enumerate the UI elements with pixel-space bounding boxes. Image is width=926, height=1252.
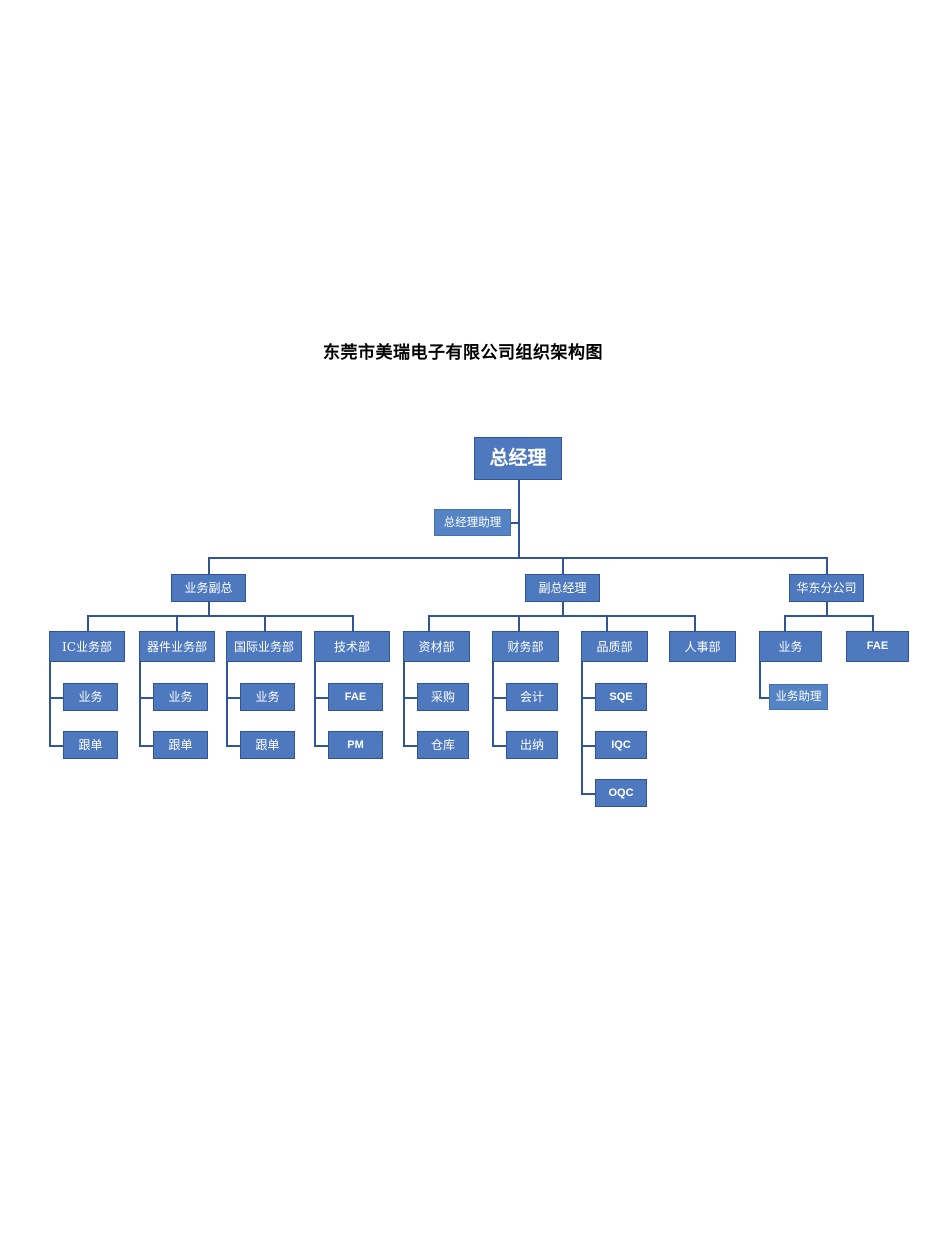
node-east-branch[interactable]: 华东分公司 bbox=[789, 574, 864, 602]
connector-comp-merch bbox=[139, 745, 153, 747]
connector-level2-bus bbox=[208, 557, 828, 559]
node-international-merchandiser[interactable]: 跟单 bbox=[240, 731, 295, 759]
node-hr-dept[interactable]: 人事部 bbox=[669, 631, 736, 662]
connector-qual-iqc bbox=[581, 745, 595, 747]
node-component-sales[interactable]: 业务 bbox=[153, 683, 208, 711]
connector-intl-merch bbox=[226, 745, 240, 747]
connector-business-vp-trunk bbox=[208, 602, 210, 615]
connector-intl-sales bbox=[226, 697, 240, 699]
node-accounting[interactable]: 会计 bbox=[506, 683, 558, 711]
connector-level2-drop-branch bbox=[826, 557, 828, 574]
connector-drop-material-dept bbox=[428, 615, 430, 631]
node-tech-pm[interactable]: PM bbox=[328, 731, 383, 759]
node-ic-sales[interactable]: 业务 bbox=[63, 683, 118, 711]
connector-level2-drop-business-vp bbox=[208, 557, 210, 574]
connector-fin-cashier bbox=[492, 745, 506, 747]
connector-deputy-gm-bus bbox=[428, 615, 695, 617]
connector-fin-accounting bbox=[492, 697, 506, 699]
node-purchasing[interactable]: 采购 bbox=[417, 683, 469, 711]
connector-deputy-gm-trunk bbox=[562, 602, 564, 615]
node-cashier[interactable]: 出纳 bbox=[506, 731, 558, 759]
node-tech-dept[interactable]: 技术部 bbox=[314, 631, 390, 662]
connector-root-trunk bbox=[518, 480, 520, 557]
connector-comp-sales bbox=[139, 697, 153, 699]
connector-mat-purchase bbox=[403, 697, 417, 699]
connector-drop-hr-dept bbox=[694, 615, 696, 631]
node-finance-dept[interactable]: 财务部 bbox=[492, 631, 559, 662]
connector-international-dept-spine bbox=[226, 662, 228, 747]
connector-business-vp-bus bbox=[87, 615, 353, 617]
node-business-vp[interactable]: 业务副总 bbox=[171, 574, 246, 602]
node-international-dept[interactable]: 国际业务部 bbox=[226, 631, 302, 662]
connector-gm-assistant bbox=[511, 522, 520, 524]
page-title: 东莞市美瑞电子有限公司组织架构图 bbox=[323, 343, 603, 363]
connector-qual-oqc bbox=[581, 793, 595, 795]
node-branch-sales[interactable]: 业务 bbox=[759, 631, 822, 662]
connector-drop-tech-dept bbox=[352, 615, 354, 631]
node-tech-fae[interactable]: FAE bbox=[328, 683, 383, 711]
connector-drop-component-dept bbox=[176, 615, 178, 631]
connector-drop-branch-fae bbox=[872, 615, 874, 631]
connector-level2-drop-deputy-gm bbox=[562, 557, 564, 574]
node-component-dept[interactable]: 器件业务部 bbox=[139, 631, 215, 662]
node-ic-dept[interactable]: IC业务部 bbox=[49, 631, 125, 662]
connector-drop-international-dept bbox=[264, 615, 266, 631]
connector-ic-sales bbox=[49, 697, 63, 699]
node-ic-merchandiser[interactable]: 跟单 bbox=[63, 731, 118, 759]
node-iqc[interactable]: IQC bbox=[595, 731, 647, 759]
connector-drop-finance-dept bbox=[518, 615, 520, 631]
connector-branch-bus bbox=[784, 615, 873, 617]
node-material-dept[interactable]: 资材部 bbox=[403, 631, 470, 662]
node-deputy-gm[interactable]: 副总经理 bbox=[525, 574, 600, 602]
connector-ic-merch bbox=[49, 745, 63, 747]
connector-branch-trunk bbox=[826, 602, 828, 615]
connector-material-dept-spine bbox=[403, 662, 405, 747]
connector-qual-sqe bbox=[581, 697, 595, 699]
node-quality-dept[interactable]: 品质部 bbox=[581, 631, 648, 662]
connector-quality-dept-spine bbox=[581, 662, 583, 795]
connector-tech-dept-spine bbox=[314, 662, 316, 747]
node-component-merchandiser[interactable]: 跟单 bbox=[153, 731, 208, 759]
node-sqe[interactable]: SQE bbox=[595, 683, 647, 711]
connector-branch-sales-assistant bbox=[759, 697, 769, 699]
node-branch-sales-assistant[interactable]: 业务助理 bbox=[769, 684, 828, 710]
node-oqc[interactable]: OQC bbox=[595, 779, 647, 807]
connector-finance-dept-spine bbox=[492, 662, 494, 747]
connector-drop-ic-dept bbox=[87, 615, 89, 631]
connector-drop-branch-sales bbox=[784, 615, 786, 631]
connector-drop-quality-dept bbox=[606, 615, 608, 631]
connector-mat-warehouse bbox=[403, 745, 417, 747]
node-warehouse[interactable]: 仓库 bbox=[417, 731, 469, 759]
connector-component-dept-spine bbox=[139, 662, 141, 747]
connector-tech-pm bbox=[314, 745, 328, 747]
connector-tech-fae bbox=[314, 697, 328, 699]
node-international-sales[interactable]: 业务 bbox=[240, 683, 295, 711]
connector-ic-dept-spine bbox=[49, 662, 51, 747]
connector-branch-sales-spine bbox=[759, 662, 761, 699]
node-gm-assistant[interactable]: 总经理助理 bbox=[434, 509, 511, 536]
node-general-manager[interactable]: 总经理 bbox=[474, 437, 562, 480]
node-branch-fae[interactable]: FAE bbox=[846, 631, 909, 662]
